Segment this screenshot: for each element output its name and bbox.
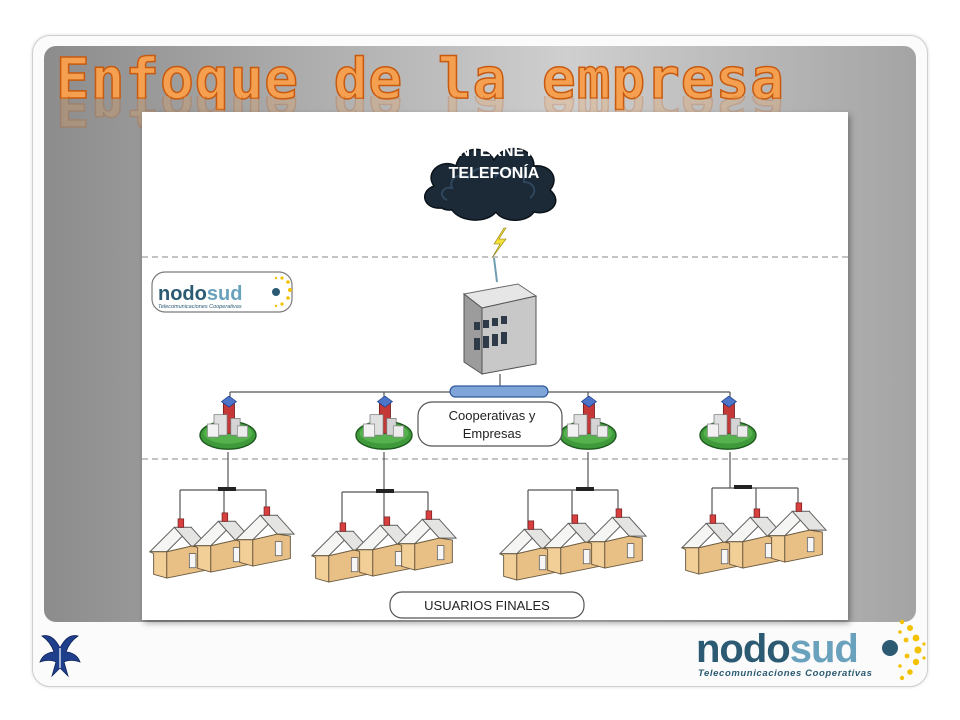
house-icon [767, 502, 827, 563]
cloud-icon [424, 147, 557, 221]
slide-title: Enfoque de la empresa [55, 47, 786, 113]
inner-logo-brand-right: sud [207, 283, 243, 305]
switch-icon [576, 487, 594, 491]
svg-text:nodosud: nodosud [696, 627, 858, 671]
usuarios-label-box [389, 591, 585, 619]
switch-icon [734, 485, 752, 489]
sun-dots-icon [882, 619, 926, 681]
footer-logo-brand-left: nodo [696, 627, 790, 671]
svg-text:nodosud: nodosud [158, 283, 242, 305]
inner-logo: nodosud Telecomunicaciones Cooperativas [151, 271, 293, 313]
server-building-icon [462, 283, 538, 375]
sun-dots-icon [272, 276, 292, 308]
footer-logo-tagline: Telecomunicaciones Cooperativas [698, 668, 873, 679]
cooperative-building-icon [199, 396, 257, 450]
network-diagram: INTERNET TELEFONÍA nodosud Telecomunicac… [142, 112, 848, 620]
cooperative-building-icon [699, 396, 757, 450]
cooperative-building-icon [355, 396, 413, 450]
network-bus-icon [449, 385, 549, 398]
house-icon [397, 510, 457, 571]
house-icon [235, 506, 295, 567]
cooperative-building-icon [559, 396, 617, 450]
cooperativas-label-line2: Empresas [463, 426, 522, 441]
cooperativas-label-box [417, 401, 563, 447]
switch-icon [376, 489, 394, 493]
footer-logo: nodosud Telecomunicaciones Cooperativas [696, 618, 926, 686]
house-icon [587, 508, 647, 569]
lightning-icon [491, 227, 507, 259]
cloud-label-line2: TELEFONÍA [449, 163, 540, 182]
usuarios-label: USUARIOS FINALES [424, 598, 550, 613]
cooperativas-label-line1: Cooperativas y [449, 408, 536, 423]
institution-emblem-icon [38, 630, 82, 680]
switch-icon [218, 487, 236, 491]
cloud-link [493, 257, 498, 283]
inner-logo-brand-left: nodo [158, 283, 207, 305]
inner-logo-tagline: Telecomunicaciones Cooperativas [158, 304, 242, 310]
footer-logo-brand-right: sud [790, 627, 858, 671]
cloud-label-line1: INTERNET [454, 143, 534, 160]
